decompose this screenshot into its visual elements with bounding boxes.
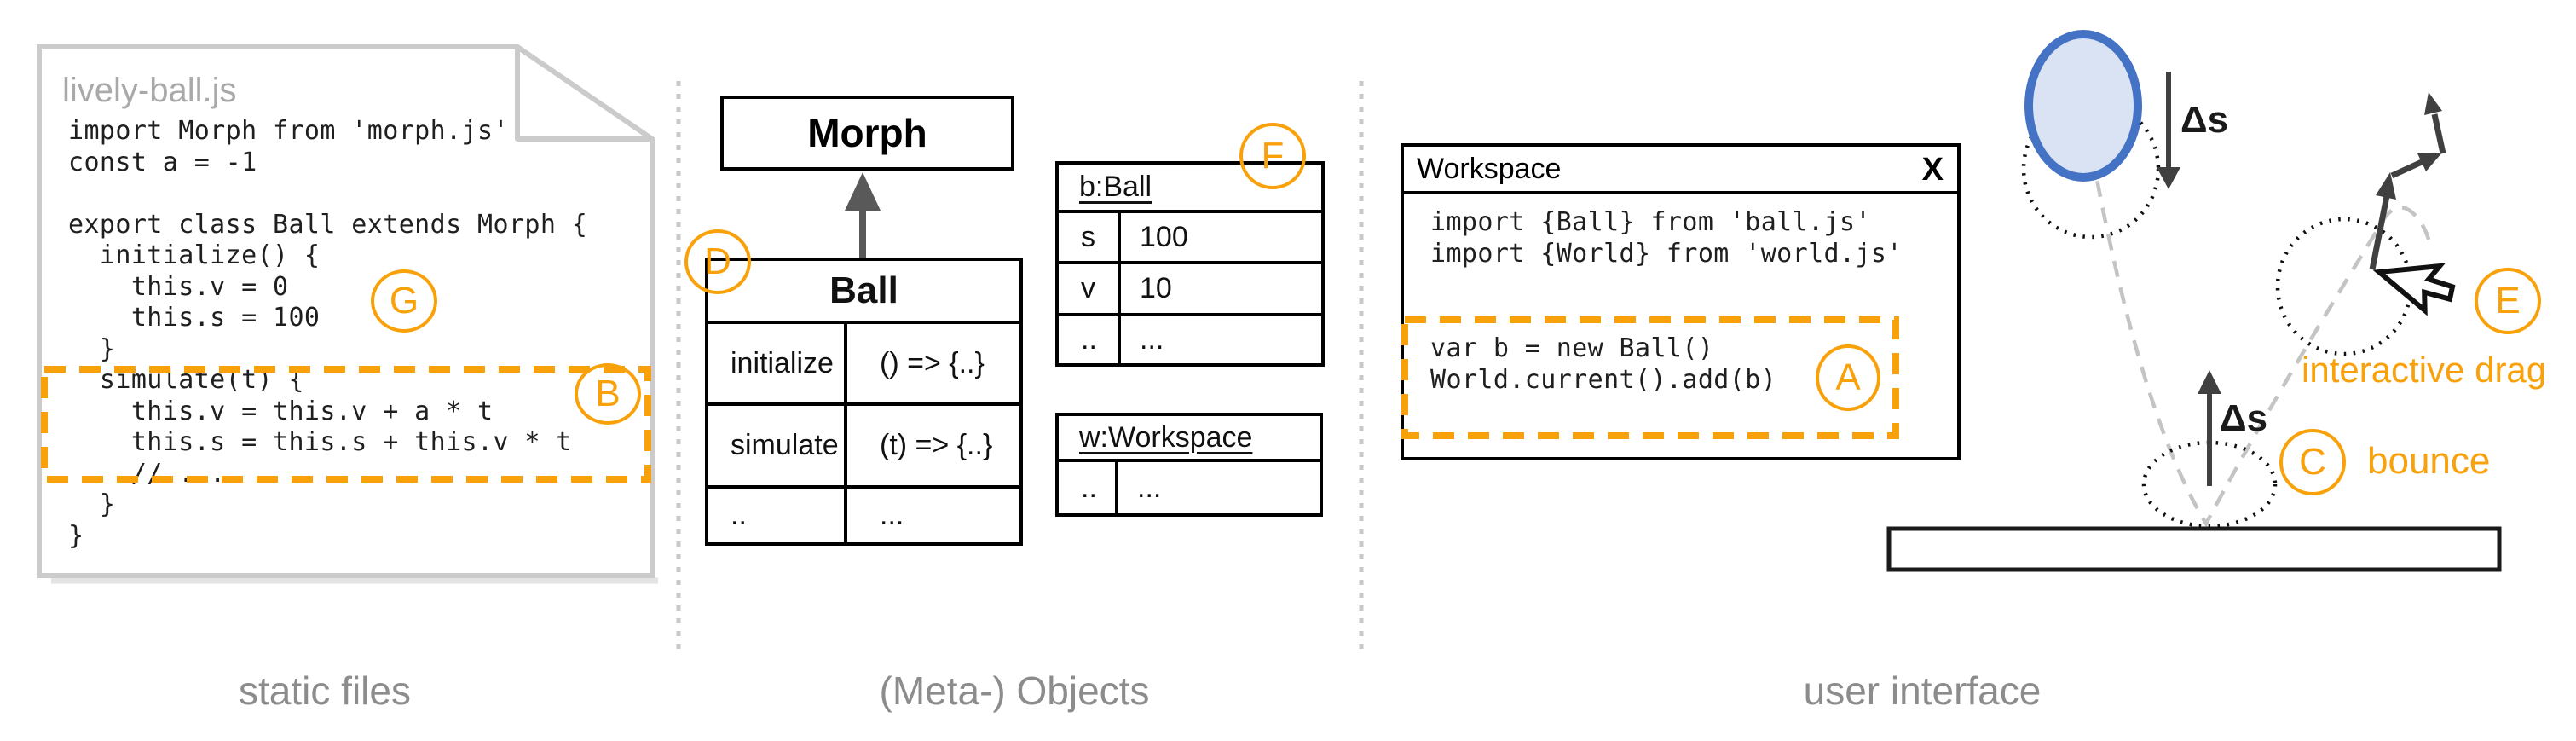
inheritance-arrow-head xyxy=(845,172,881,211)
table-row: initialize () => {..} xyxy=(708,324,1019,406)
ball-morph-outline xyxy=(2024,30,2142,182)
drag-path-segment xyxy=(2390,159,2423,179)
drag-path-segment xyxy=(2369,195,2390,270)
section-label-meta-objects: (Meta-) Objects xyxy=(879,669,1150,713)
workspace-window: Workspace X import {Ball} from 'ball.js'… xyxy=(1401,143,1961,460)
cell-method-name: .. xyxy=(708,489,847,542)
fall-arrow-head xyxy=(2157,167,2180,189)
w-workspace-name: w:Workspace xyxy=(1079,420,1253,454)
table-row: .. ... xyxy=(1059,316,1321,363)
morph-class-name: Morph xyxy=(807,111,927,155)
marker-circle-c: C xyxy=(2279,429,2346,495)
workspace-title: Workspace xyxy=(1417,152,1562,185)
ghost-ball-drag-circle xyxy=(2275,217,2413,356)
cell-method-name: initialize xyxy=(708,324,847,402)
b-ball-object-table: b:Ball s 100 v 10 .. ... xyxy=(1055,161,1325,367)
ball-morph[interactable] xyxy=(2029,34,2138,177)
cell-attr-name: v xyxy=(1059,264,1121,313)
interactive-drag-label: interactive drag xyxy=(2302,350,2547,390)
w-workspace-header: w:Workspace xyxy=(1059,416,1320,462)
marker-circle-b: B xyxy=(575,363,641,425)
marker-circle-g: G xyxy=(371,269,437,333)
drag-path-arrow-head xyxy=(2417,153,2442,171)
delta-s-fall-label: Δs xyxy=(2180,99,2229,141)
marker-circle-f: F xyxy=(1239,123,1306,189)
workspace-titlebar[interactable]: Workspace xyxy=(1404,147,1957,194)
w-workspace-object-table: w:Workspace .. ... xyxy=(1055,413,1323,517)
table-row: v 10 xyxy=(1059,264,1321,316)
drag-path-segment xyxy=(2431,113,2446,154)
cell-method-name: simulate xyxy=(708,406,847,485)
section-label-user-interface: user interface xyxy=(1803,669,2042,713)
cell-attr-name: .. xyxy=(1059,462,1118,513)
cell-attr-name: .. xyxy=(1059,316,1121,363)
marker-circle-d: D xyxy=(684,229,751,294)
bounce-arrow-head xyxy=(2198,370,2221,394)
table-row: .. ... xyxy=(708,489,1019,542)
drag-path-arrow-head xyxy=(2376,172,2396,200)
file-title: lively-ball.js xyxy=(62,72,237,109)
cell-attr-name: s xyxy=(1059,213,1121,261)
bounce-label: bounce xyxy=(2367,440,2491,482)
ghost-ball-bounce-circle xyxy=(2141,440,2278,529)
ground-rect xyxy=(1886,526,2502,572)
section-label-static-files: static files xyxy=(239,669,411,713)
table-row: s 100 xyxy=(1059,213,1321,264)
cell-method-value: (t) => {..} xyxy=(880,429,993,461)
marker-circle-e: E xyxy=(2475,268,2541,334)
cell-attr-value: 100 xyxy=(1140,220,1188,253)
ghost-ball-fall-circle xyxy=(2021,98,2161,240)
cell-method-value: () => {..} xyxy=(880,346,985,379)
b-ball-name: b:Ball xyxy=(1079,171,1152,203)
ball-class-name: Ball xyxy=(829,269,898,311)
file-code: import Morph from 'morph.js' const a = -… xyxy=(68,116,588,551)
ball-class-table: Ball initialize () => {..} simulate (t) … xyxy=(705,258,1023,546)
ball-class-header: Ball xyxy=(708,261,1019,324)
b-ball-header: b:Ball xyxy=(1059,165,1321,213)
marker-circle-a: A xyxy=(1816,344,1880,411)
table-row: .. ... xyxy=(1059,462,1320,513)
cell-attr-value: ... xyxy=(1140,323,1164,356)
cell-attr-value: 10 xyxy=(1140,272,1172,304)
drag-path-arrow-head xyxy=(2424,92,2442,115)
morph-class-box: Morph xyxy=(720,96,1014,171)
cell-method-value: ... xyxy=(880,499,904,531)
close-button[interactable]: X xyxy=(1921,152,1944,188)
mouse-cursor-icon xyxy=(2372,263,2456,316)
cell-attr-value: ... xyxy=(1137,471,1162,504)
table-row: simulate (t) => {..} xyxy=(708,406,1019,489)
delta-s-bounce-label: Δs xyxy=(2220,397,2268,439)
